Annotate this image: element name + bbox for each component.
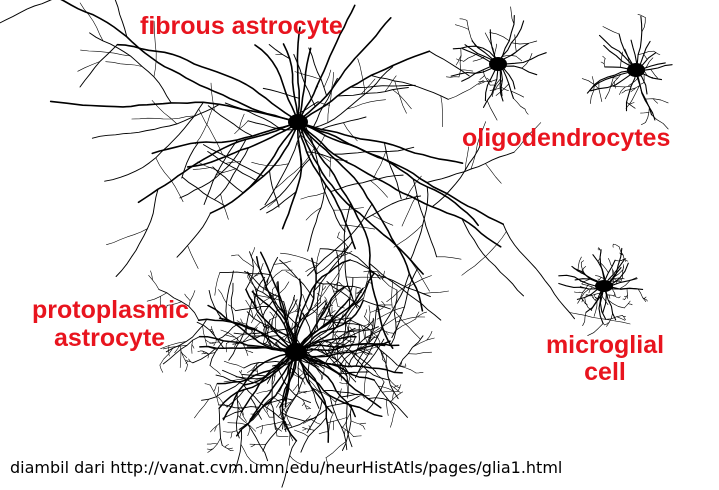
oligodendrocyte-cell-2	[581, 14, 673, 130]
fibrous-astrocyte-cell	[0, 0, 631, 379]
protoplasmic-astrocyte-label: protoplasmic astrocyte	[32, 296, 189, 352]
microglial-label-line-2: cell	[584, 358, 626, 386]
oligodendrocytes-label: oligodendrocytes	[462, 124, 671, 152]
protoplasmic-astrocyte-cell	[146, 231, 435, 488]
protoplasmic-label-line-1: protoplasmic	[32, 296, 189, 324]
fibrous-astrocyte-label: fibrous astrocyte	[140, 12, 343, 40]
microglial-cell	[558, 243, 648, 336]
oligodendrocyte-cell-1	[446, 6, 547, 121]
source-caption: diambil dari http://vanat.cvm.umn.edu/ne…	[10, 458, 563, 477]
protoplasmic-label-line-2: astrocyte	[54, 324, 166, 352]
microglial-cell-label: microglial cell	[540, 332, 670, 386]
microglial-label-line-1: microglial	[545, 331, 665, 359]
